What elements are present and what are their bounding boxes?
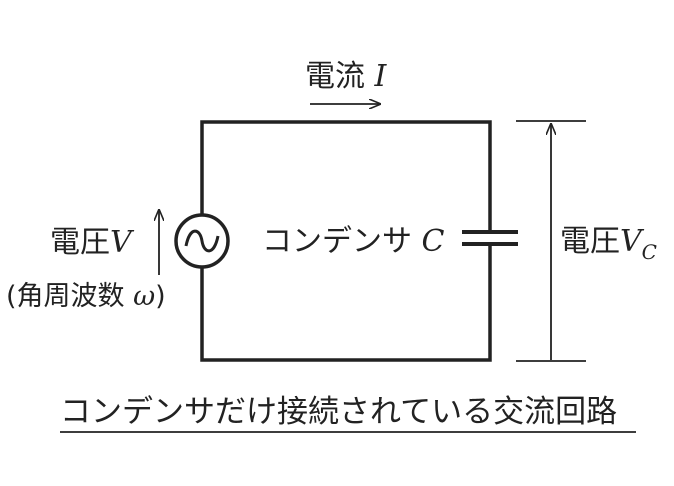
ac-source-icon — [174, 213, 230, 269]
current-symbol: I — [374, 59, 387, 94]
capacitor-voltage-arrow — [516, 120, 586, 362]
circuit-wires — [200, 120, 492, 362]
source-voltage-label: 電圧V — [50, 228, 132, 258]
source-voltage-text: 電圧 — [50, 225, 110, 260]
current-label-text: 電流 — [305, 59, 365, 94]
capacitor-icon — [462, 230, 518, 246]
current-label: 電流 I — [305, 62, 386, 92]
capacitor-label: コンデンサ C — [262, 227, 445, 257]
capacitor-voltage-label: 電圧VC — [560, 224, 657, 264]
omega-symbol: ω — [133, 281, 156, 312]
source-voltage-symbol: V — [110, 225, 132, 260]
capacitor-voltage-symbol: V — [620, 224, 642, 259]
note-text: 角周波数 — [16, 281, 134, 312]
capacitor-voltage-subscript: C — [641, 240, 657, 264]
capacitor-label-text: コンデンサ — [262, 224, 412, 259]
angular-frequency-note: (角周波数 ω) — [6, 283, 166, 310]
capacitor-voltage-text: 電圧 — [560, 224, 620, 259]
capacitor-symbol: C — [421, 224, 445, 259]
wire-bottom — [200, 242, 492, 362]
wire-top — [200, 120, 492, 234]
note-close-paren: ) — [155, 281, 166, 312]
note-open-paren: ( — [6, 281, 17, 312]
caption: コンデンサだけ接続されている交流回路 — [60, 394, 618, 430]
